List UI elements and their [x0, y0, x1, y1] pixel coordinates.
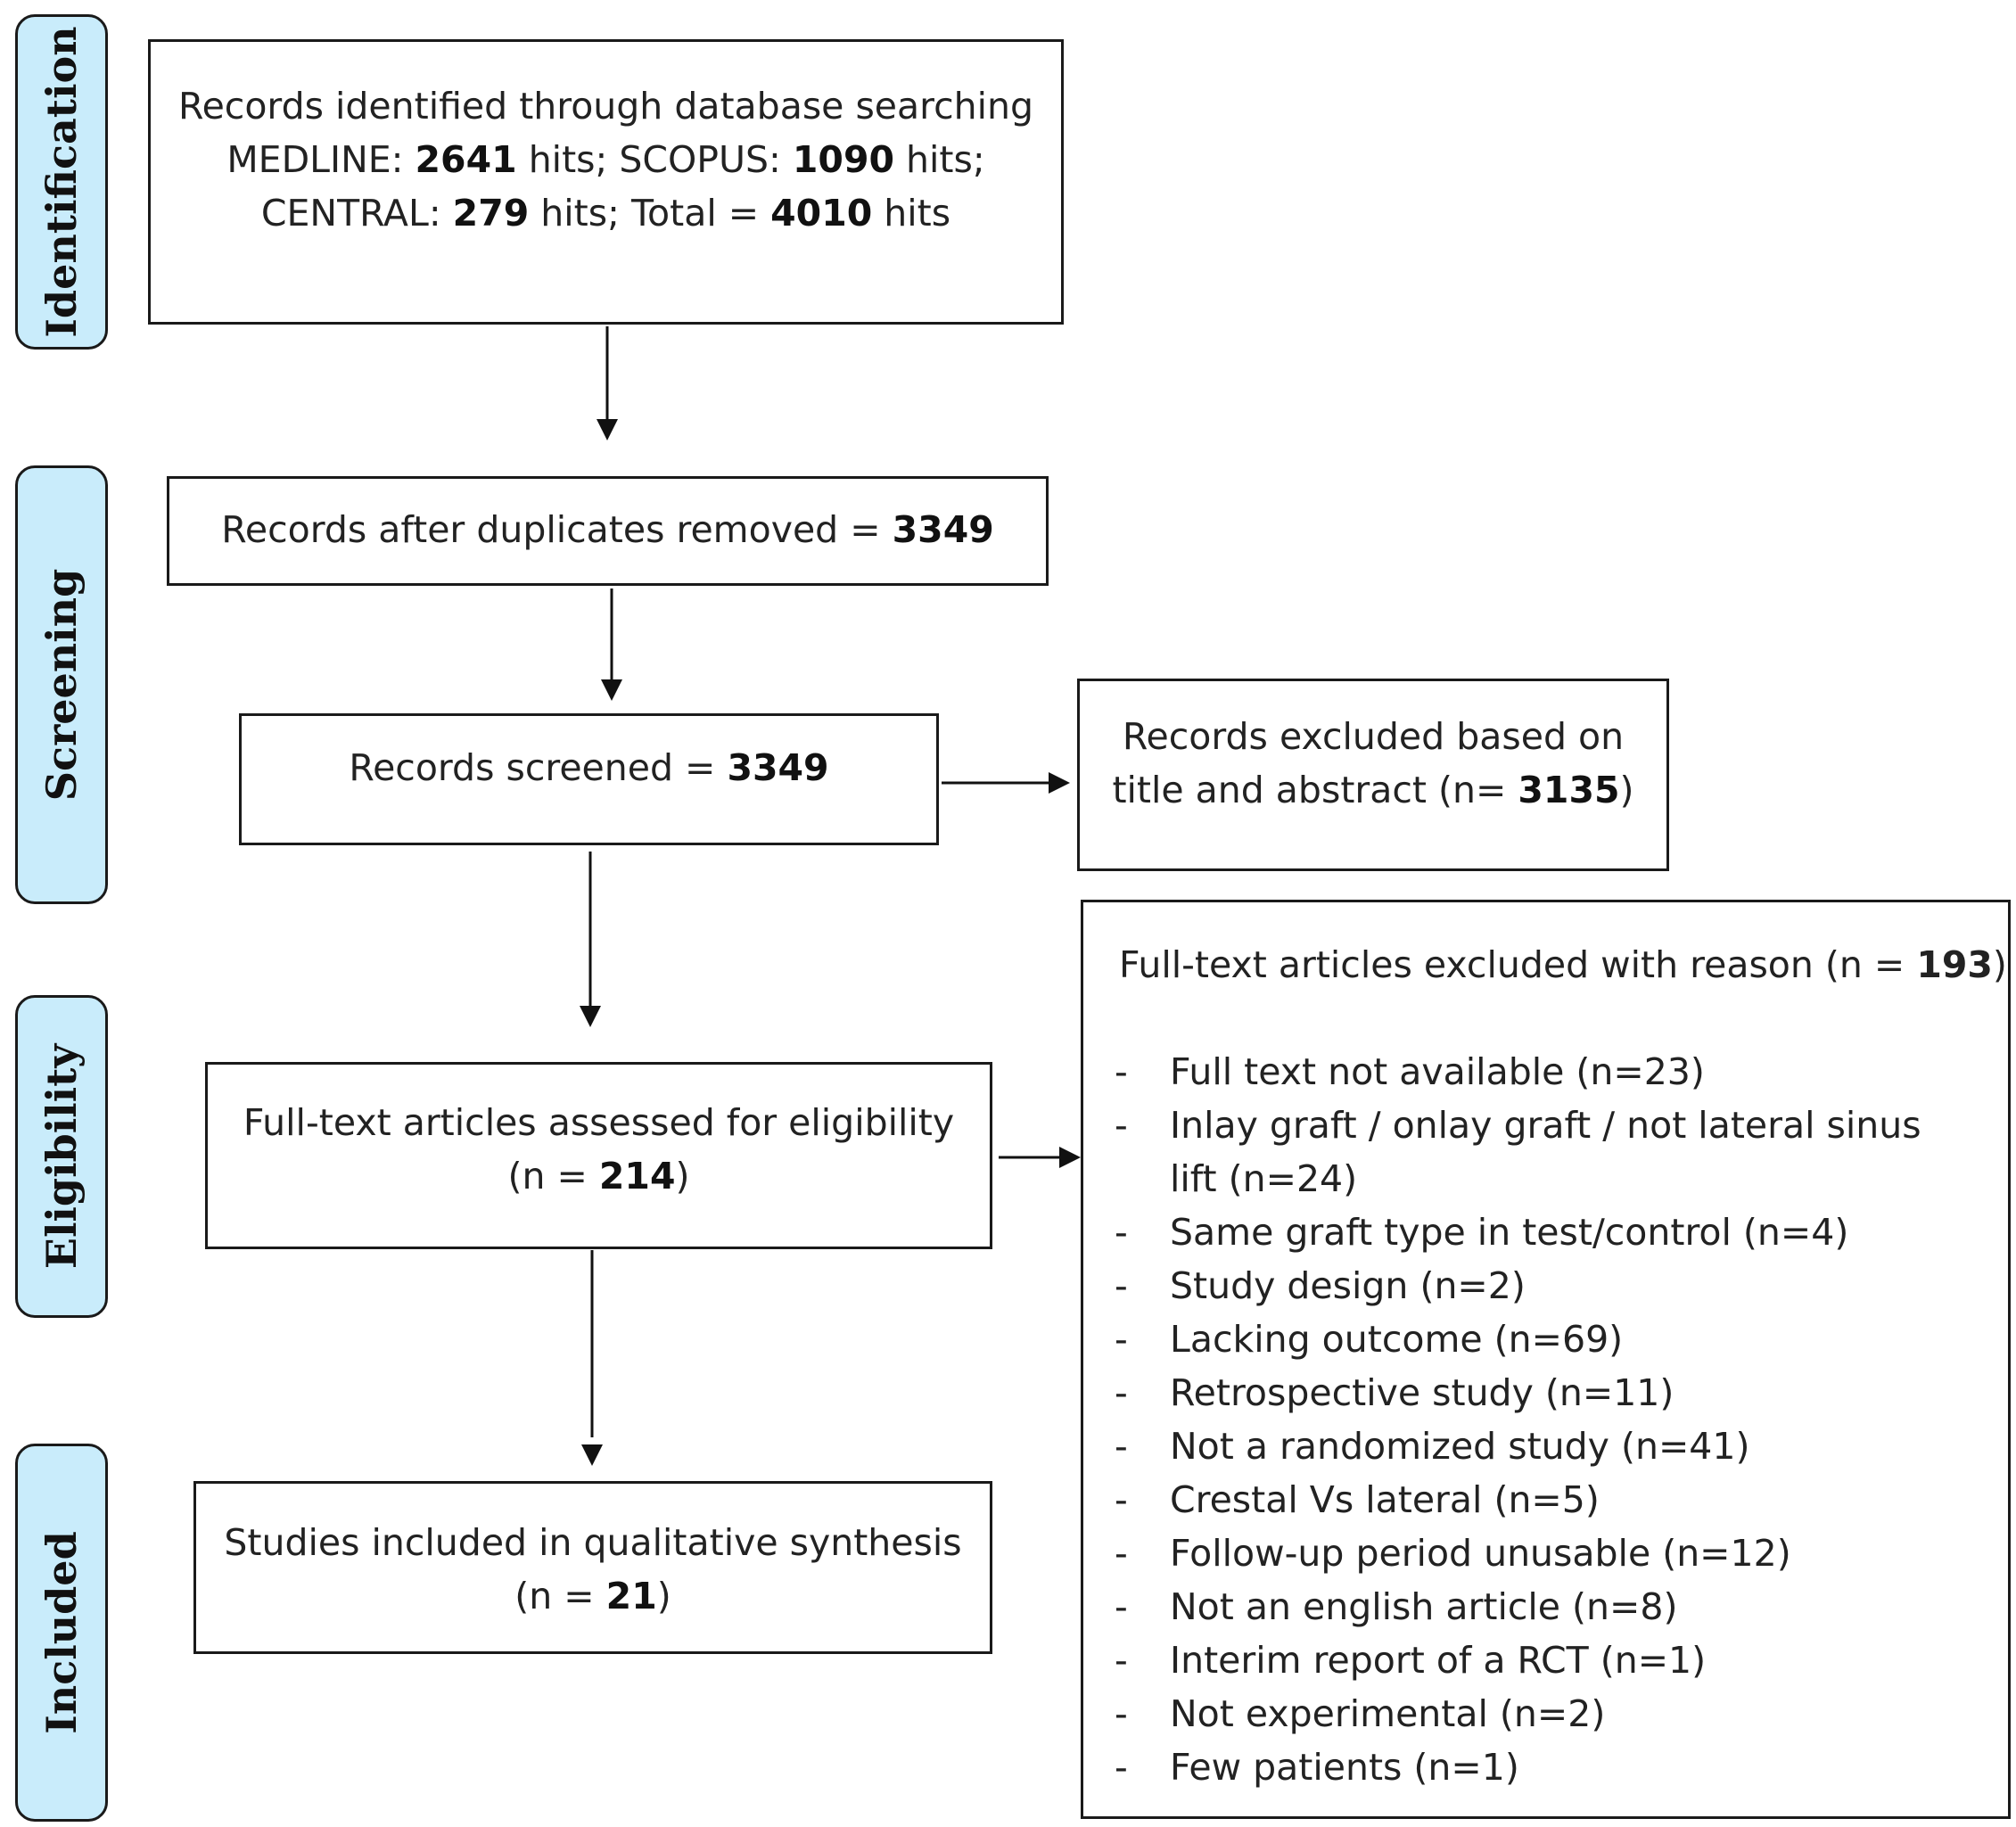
arrowhead-6 [581, 1444, 603, 1466]
exclusion-reason: Study design (n=2) [1115, 1259, 1972, 1313]
records-identified-box: Records identified through database sear… [148, 39, 1064, 325]
screened-text: Records screened = 3349 [242, 741, 936, 794]
assessed-line2: (n = 214) [208, 1149, 990, 1203]
excluded-ta-close: ) [1619, 769, 1634, 811]
exclusion-reason: Not a randomized study (n=41) [1115, 1420, 1972, 1473]
included-post: ) [656, 1575, 671, 1617]
medline-label: MEDLINE: [226, 138, 416, 181]
assessed-count: 214 [598, 1155, 676, 1197]
central-label: CENTRAL: [260, 192, 453, 235]
medline-count: 2641 [415, 138, 517, 181]
fulltext-excluded-count: 193 [1916, 943, 1993, 986]
assessed-post: ) [675, 1155, 690, 1197]
arrowhead-2 [601, 679, 622, 701]
exclusion-reason: Crestal Vs lateral (n=5) [1115, 1473, 1972, 1527]
arrowhead-3 [1049, 772, 1070, 794]
assessed-line1: Full-text articles assessed for eligibil… [243, 1101, 955, 1144]
exclusion-reason: Inlay graft / onlay graft / not lateral … [1115, 1099, 1972, 1206]
assessed-pre: (n = [507, 1155, 599, 1197]
total-label: hits; Total = [529, 192, 771, 235]
exclusion-reason: Not experimental (n=2) [1115, 1687, 1972, 1741]
exclusion-reason: Not an english article (n=8) [1115, 1580, 1972, 1634]
stage-included: Included [15, 1444, 108, 1822]
stage-eligibility: Eligibility [15, 995, 108, 1318]
central-count: 279 [452, 192, 530, 235]
arrowhead-4 [580, 1006, 601, 1027]
stage-identification: Identification [15, 14, 108, 350]
fulltext-excluded-box: Full-text articles excluded with reason … [1081, 900, 2011, 1819]
screened-count: 3349 [727, 746, 829, 789]
duplicates-count: 3349 [892, 508, 994, 551]
exclusion-reason: Interim report of a RCT (n=1) [1115, 1634, 1972, 1687]
fulltext-assessed-box: Full-text articles assessed for eligibil… [205, 1062, 992, 1249]
duplicates-text: Records after duplicates removed = 3349 [169, 503, 1046, 556]
included-line1: Studies included in qualitative synthesi… [224, 1521, 962, 1564]
included-count: 21 [605, 1575, 657, 1617]
fulltext-excluded-heading: Full-text articles excluded with reason … [1119, 938, 2007, 992]
included-pre: (n = [514, 1575, 606, 1617]
exclusion-reason: Lacking outcome (n=69) [1115, 1313, 1972, 1366]
excluded-ta-label: title and abstract (n= [1112, 769, 1518, 811]
duplicates-removed-box: Records after duplicates removed = 3349 [167, 476, 1049, 586]
exclusion-reason: Retrospective study (n=11) [1115, 1366, 1972, 1420]
excluded-ta-line1: Records excluded based on [1122, 715, 1625, 758]
exclusion-reason: Same graft type in test/control (n=4) [1115, 1206, 1972, 1259]
total-count: 4010 [770, 192, 873, 235]
excluded-ta-count: 3135 [1518, 769, 1620, 811]
identified-line2: MEDLINE: 2641 hits; SCOPUS: 1090 hits; [151, 133, 1061, 186]
screened-label: Records screened = [349, 746, 728, 789]
arrowhead-5 [1059, 1147, 1081, 1168]
exclusion-reason: Few patients (n=1) [1115, 1741, 1972, 1794]
scopus-count: 1090 [792, 138, 895, 181]
fulltext-excluded-close: ) [1992, 943, 2007, 986]
studies-included-box: Studies included in qualitative synthesi… [193, 1481, 992, 1654]
excluded-ta-line2: title and abstract (n= 3135) [1080, 763, 1666, 817]
included-line2: (n = 21) [196, 1569, 990, 1623]
duplicates-label: Records after duplicates removed = [221, 508, 893, 551]
records-excluded-box: Records excluded based on title and abst… [1077, 679, 1669, 871]
exclusion-reason: Follow-up period unusable (n=12) [1115, 1527, 1972, 1580]
scopus-label: hits; SCOPUS: [516, 138, 793, 181]
arrowhead-1 [597, 419, 618, 440]
records-screened-box: Records screened = 3349 [239, 713, 939, 845]
fulltext-excluded-label: Full-text articles excluded with reason … [1119, 943, 1917, 986]
exclusion-reason: Full text not available (n=23) [1115, 1045, 1972, 1099]
total-unit: hits [872, 192, 951, 235]
scopus-unit: hits; [894, 138, 985, 181]
exclusion-reasons-list: Full text not available (n=23) Inlay gra… [1115, 1045, 1972, 1794]
identified-line1: Records identified through database sear… [177, 85, 1034, 128]
identified-line3: CENTRAL: 279 hits; Total = 4010 hits [151, 186, 1061, 240]
stage-screening: Screening [15, 465, 108, 904]
